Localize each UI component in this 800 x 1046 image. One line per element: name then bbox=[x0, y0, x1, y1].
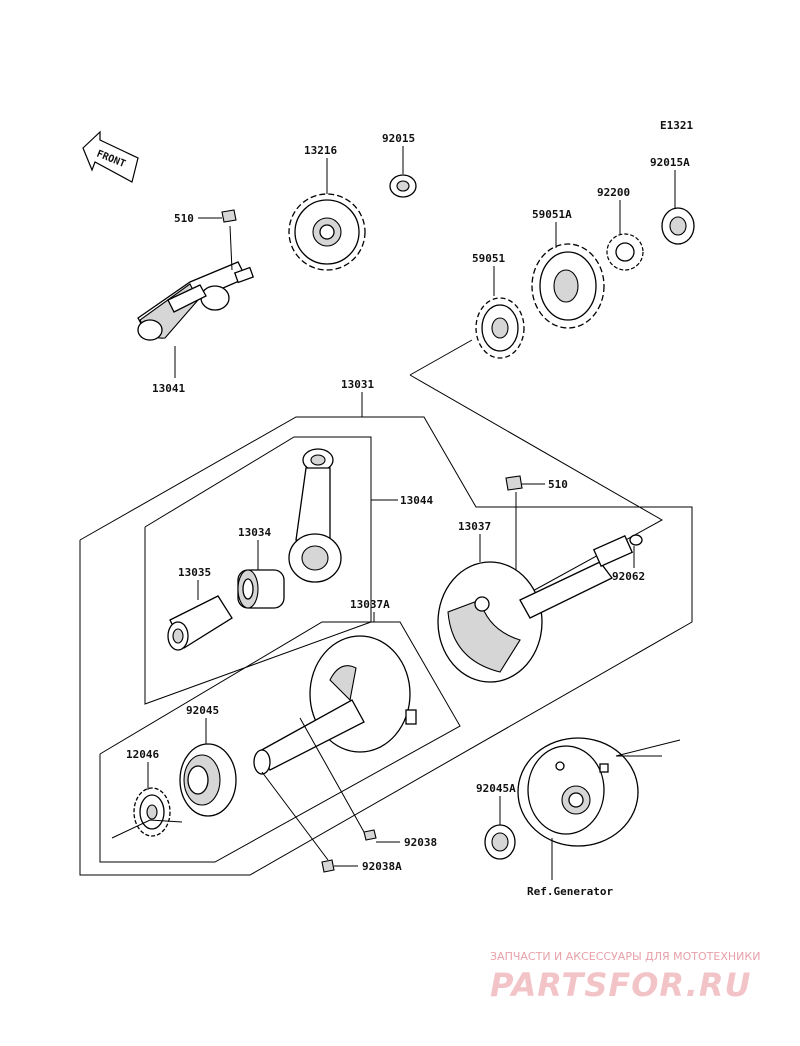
pin-92062 bbox=[629, 534, 643, 546]
ref-generator-label: Ref.Generator bbox=[527, 885, 613, 898]
label-13037A: 13037A bbox=[350, 598, 390, 611]
label-13216: 13216 bbox=[304, 144, 337, 157]
bearing-13034 bbox=[237, 569, 285, 609]
nut-92015A bbox=[661, 207, 695, 245]
nut-92015 bbox=[389, 174, 417, 198]
crank-half-13037 bbox=[437, 535, 634, 683]
washer-92200 bbox=[606, 233, 644, 271]
label-13037: 13037 bbox=[458, 520, 491, 533]
pin-13035 bbox=[167, 595, 233, 651]
label-92062: 92062 bbox=[612, 570, 645, 583]
generator-rotor bbox=[517, 737, 639, 847]
key-510-mid bbox=[505, 475, 523, 491]
label-12046: 12046 bbox=[126, 748, 159, 761]
label-510-mid: 510 bbox=[548, 478, 568, 491]
label-510-top: 510 bbox=[174, 212, 194, 225]
label-92038: 92038 bbox=[404, 836, 437, 849]
label-13031: 13031 bbox=[341, 378, 374, 391]
label-13035: 13035 bbox=[178, 566, 211, 579]
label-13044: 13044 bbox=[400, 494, 433, 507]
gear-13216 bbox=[288, 193, 366, 271]
bearing-92045A bbox=[484, 824, 516, 860]
label-92038A: 92038A bbox=[362, 860, 402, 873]
watermark-brand: PARTSFOR.RU bbox=[490, 966, 751, 1004]
label-13034: 13034 bbox=[238, 526, 271, 539]
frame-13031 bbox=[79, 416, 693, 876]
front-arrow-icon: FRONT bbox=[82, 130, 139, 183]
label-92045A: 92045A bbox=[476, 782, 516, 795]
gear-59051 bbox=[475, 297, 525, 359]
key-510-top bbox=[221, 209, 237, 223]
label-59051A: 59051A bbox=[532, 208, 572, 221]
bearing-92045 bbox=[179, 743, 237, 817]
connecting-rod bbox=[288, 448, 342, 583]
label-92015: 92015 bbox=[382, 132, 415, 145]
key-92038A bbox=[321, 859, 335, 873]
frame-13044 bbox=[144, 436, 372, 705]
crank-half-13037A bbox=[253, 635, 417, 775]
diagram-code: E1321 bbox=[660, 119, 693, 132]
key-92038 bbox=[363, 829, 377, 841]
label-92045: 92045 bbox=[186, 704, 219, 717]
frame-13037A bbox=[99, 621, 461, 863]
label-92015A: 92015A bbox=[650, 156, 690, 169]
watermark-tagline: ЗАПЧАСТИ И АКСЕССУАРЫ ДЛЯ МОТОТЕХНИКИ bbox=[490, 950, 760, 963]
sprocket-12046 bbox=[133, 787, 171, 837]
balancer-shaft-13041 bbox=[137, 261, 255, 342]
gear-59051A bbox=[531, 243, 605, 329]
label-13041: 13041 bbox=[152, 382, 185, 395]
label-92200: 92200 bbox=[597, 186, 630, 199]
label-59051: 59051 bbox=[472, 252, 505, 265]
